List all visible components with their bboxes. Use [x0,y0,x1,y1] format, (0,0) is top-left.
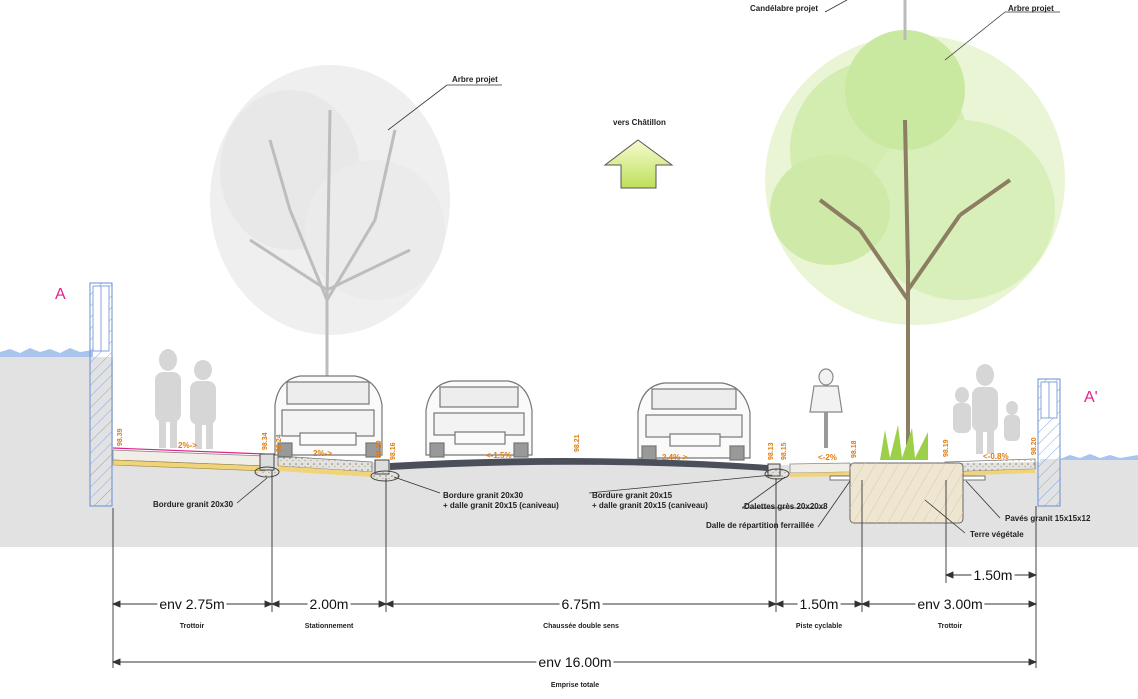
callout-curb-3a: Bordure granit 20x15 [592,491,673,500]
total-width-label: Emprise totale [550,682,600,689]
car-lane-right [637,382,751,461]
slope-label: 2%-> [313,449,332,458]
dimension-value: env 2.75m [157,596,227,612]
level-marker: 98.13 [768,442,775,460]
dimension-label: Trottoir [937,623,963,630]
tree-left [210,65,450,420]
tree-right [765,30,1065,445]
slope-label: <-2% [818,453,837,462]
callout-lamp: Candélabre projet [750,4,819,13]
level-marker: 98.16 [390,442,397,460]
section-marker-start: A [55,286,66,303]
slope-label: 2%-> [178,441,197,450]
callout-dalettes: Dalettes grès 20x20x8 [744,502,828,511]
car-parked [274,375,383,458]
slope-label: 2.4%-> [662,453,688,462]
dimension-value: 2.00m [307,596,351,612]
callout-tree-left: Arbre projet [452,75,498,84]
callout-tree-right: Arbre projet [1008,4,1054,13]
curbs [254,453,790,482]
dimension-label: Trottoir [179,623,205,630]
level-marker: 98.18 [851,440,858,458]
pedestrians-left [155,349,216,449]
callout-leaders [236,0,1060,534]
level-marker: 98.34 [262,432,269,450]
callout-dalle: Dalle de répartition ferraillée [706,521,815,530]
section-marker-end: A' [1084,389,1098,406]
dimension-value: env 3.00m [915,596,985,612]
callout-curb-2b: + dalle granit 20x15 (caniveau) [443,501,559,510]
tree-pit-dimension: 1.50m [971,567,1015,583]
slope-label: <-0.8% [983,452,1009,461]
pedestrians-right [953,364,1020,454]
level-marker: 98.20 [1031,437,1038,455]
dimension-label: Piste cyclable [795,623,843,630]
level-marker: 98.24 [276,434,283,452]
level-marker: 98.15 [781,442,788,460]
direction-label: vers Châtillon [613,118,666,127]
direction-arrow-icon [603,139,674,189]
building-left [89,282,113,507]
callout-curb-3b: + dalle granit 20x15 (caniveau) [592,501,708,510]
dimension-value: 1.50m [797,596,841,612]
callout-curb-2a: Bordure granit 20x30 [443,491,524,500]
dimension-label: Chaussée double sens [543,623,619,630]
slope-label: <-1.5% [486,451,512,460]
callout-paves: Pavés granit 15x15x12 [1005,514,1091,523]
total-width-value: env 16.00m [536,654,614,670]
cyclist [809,368,843,448]
level-marker: 98.39 [117,428,124,446]
dimension-label: Stationnement [304,623,354,630]
car-lane-left [425,380,533,458]
callout-terre: Terre végétale [970,530,1024,539]
callout-curb-1: Bordure granit 20x30 [153,500,234,509]
building-right [1037,378,1061,507]
level-marker: 98.20 [376,440,383,458]
dimension-value: 6.75m [559,596,603,612]
level-marker: 98.21 [574,434,581,452]
level-marker: 98.19 [943,439,950,457]
